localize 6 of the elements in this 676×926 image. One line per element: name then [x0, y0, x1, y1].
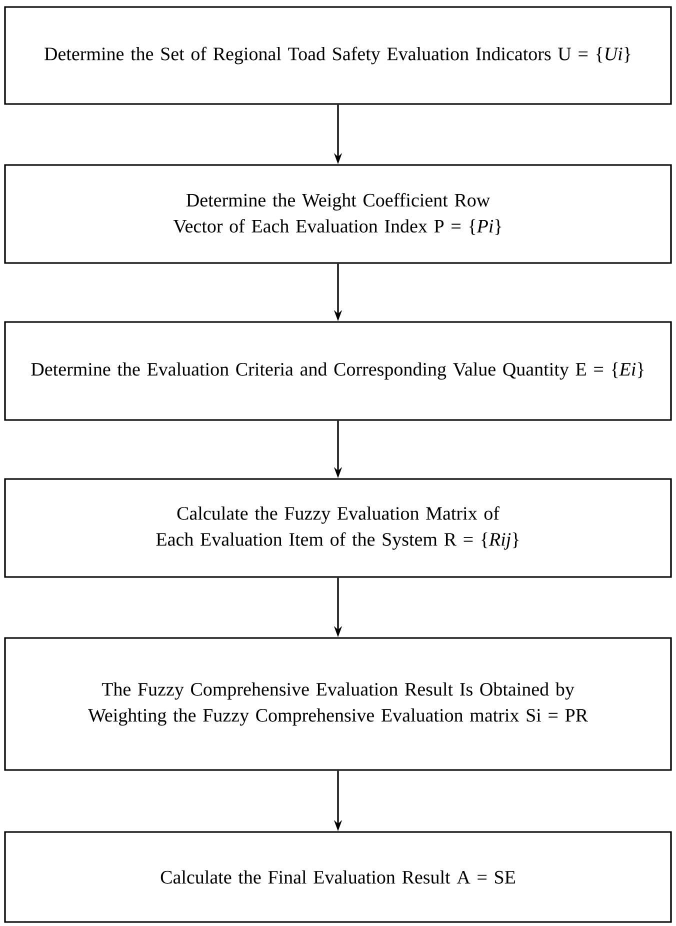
process-box: The Fuzzy Comprehensive Evaluation Result Is Obtained by Weighting the Fuzzy Comprehensive Evaluation matrix Si = PR: [4, 637, 672, 771]
process-box: Determine the Weight Coefficient Row Vector of Each Evaluation Index P = {Pi}: [4, 164, 672, 264]
process-box: Determine the Evaluation Criteria and Corresponding Value Quantity E = {Ei}: [4, 321, 672, 421]
process-box: Calculate the Fuzzy Evaluation Matrix of Each Evaluation Item of the System R = {Rij}: [4, 478, 672, 578]
process-box: Determine the Set of Regional Toad Safety Evaluation Indicators U = {Ui}: [4, 6, 672, 105]
process-box: Calculate the Final Evaluation Result A = SE: [4, 831, 672, 923]
